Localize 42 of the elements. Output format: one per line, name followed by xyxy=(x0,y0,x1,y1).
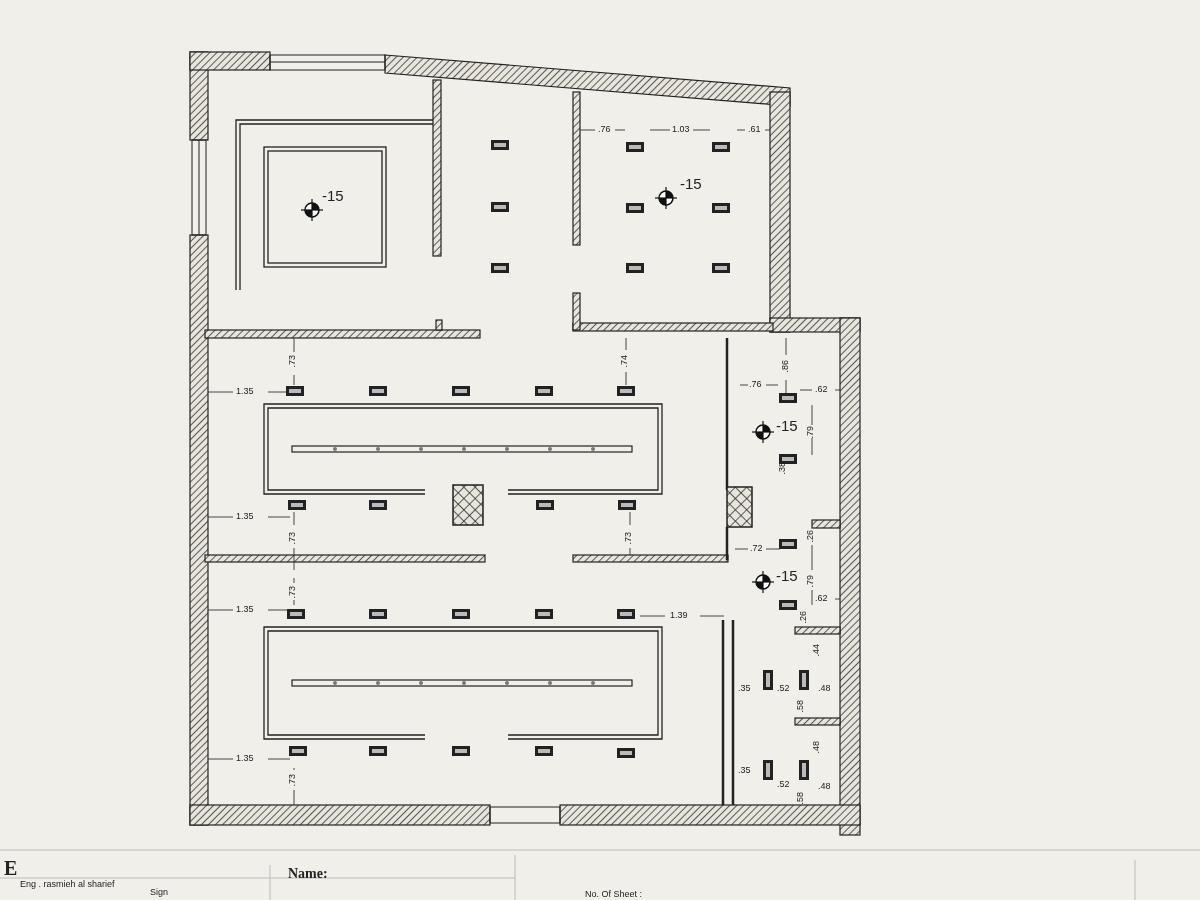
dimension-text: .52 xyxy=(777,684,790,693)
dimension-text: 1.35 xyxy=(236,387,254,396)
dimension-text: .76 xyxy=(749,380,762,389)
engineer-name: Eng . rasmieh al sharief xyxy=(20,880,115,889)
dimension-text: .79 xyxy=(806,426,815,439)
dimension-text: .26 xyxy=(806,530,815,543)
dimension-text: .74 xyxy=(620,355,629,368)
dimension-text: .73 xyxy=(624,532,633,545)
field-label: Name: xyxy=(288,867,328,881)
dimension-text: .79 xyxy=(806,575,815,588)
dimension-text: .72 xyxy=(750,544,763,553)
field-label: No. Of Sheet : xyxy=(585,890,643,899)
dimension-text: .48 xyxy=(818,684,831,693)
level-value: -15 xyxy=(322,188,344,203)
field-label: Sign xyxy=(150,888,168,897)
dimension-text: .73 xyxy=(288,532,297,545)
dimension-text: .76 xyxy=(598,125,611,134)
dimension-text: .62 xyxy=(815,385,828,394)
dimension-text: .58 xyxy=(796,792,805,805)
dimension-text: .44 xyxy=(812,644,821,657)
dimension-text: .48 xyxy=(812,741,821,754)
level-value: -15 xyxy=(680,176,702,191)
dimension-text: 1.39 xyxy=(670,611,688,620)
dimension-text: 1.03 xyxy=(672,125,690,134)
dimension-text: .73 xyxy=(288,355,297,368)
dimension-text: .73 xyxy=(288,774,297,787)
dimension-text: .26 xyxy=(799,611,808,624)
dimension-text: .52 xyxy=(777,780,790,789)
dimension-text: 1.35 xyxy=(236,754,254,763)
dimension-text: .35 xyxy=(738,684,751,693)
level-value: -15 xyxy=(776,418,798,433)
dimension-text: .35 xyxy=(738,766,751,775)
dimension-text: .86 xyxy=(781,360,790,373)
dimension-text: .61 xyxy=(748,125,761,134)
dimension-text: 1.35 xyxy=(236,605,254,614)
title-text: E xyxy=(4,858,18,878)
dimension-text: .58 xyxy=(796,700,805,713)
dimension-text: .62 xyxy=(815,594,828,603)
dimension-text: .48 xyxy=(818,782,831,791)
dimension-text: 1.35 xyxy=(236,512,254,521)
level-value: -15 xyxy=(776,568,798,583)
dimension-text: .73 xyxy=(288,586,297,599)
